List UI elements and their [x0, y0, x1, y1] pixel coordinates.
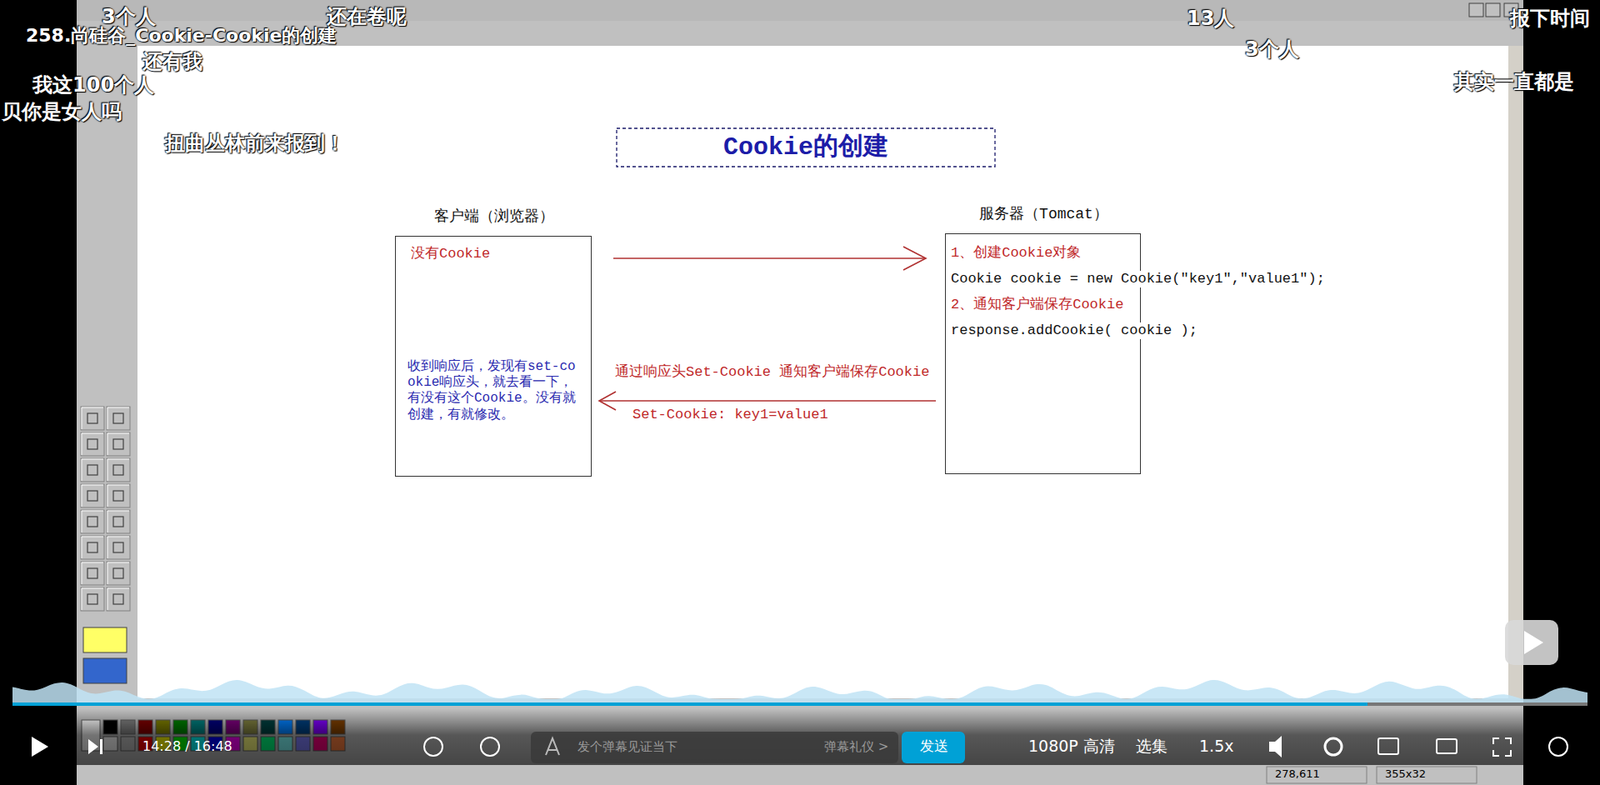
paint-window: [76, 0, 1524, 785]
send-button: [901, 731, 965, 764]
tv-icon: [1505, 620, 1559, 665]
danmaku: 还在卷呢: [326, 5, 407, 30]
progress-track: [12, 702, 1588, 706]
danmaku: 还有我: [142, 50, 203, 75]
danmaku: 贝你是女人吗: [1, 100, 122, 125]
arrow-line: [599, 400, 936, 402]
edge-label: Set-Cookie: key1=value1: [630, 406, 830, 424]
cursor-position: 278,611: [1275, 767, 1320, 781]
scrollbar: [1508, 45, 1524, 699]
arrow-head: [903, 246, 926, 270]
send-label: 发送: [920, 737, 949, 755]
font-icon: [545, 738, 560, 755]
danmaku-setting-icon: [480, 737, 500, 756]
window-button: [1485, 3, 1500, 17]
toolbox-option: [83, 658, 127, 684]
status-cell: [1376, 766, 1477, 784]
selection-box: [616, 128, 995, 167]
time-display: 14:28 / 16:48: [142, 738, 233, 755]
danmaku: 扭曲丛林前来报到！: [165, 131, 345, 156]
arrow-line: [613, 257, 926, 260]
arrow-connector: [613, 246, 926, 270]
tv-play-icon: [1524, 630, 1544, 655]
audio-waveform: [12, 680, 1588, 703]
paint-canvas: [137, 45, 1509, 699]
share-icon: [1549, 737, 1568, 756]
selection-size: 355x32: [1385, 767, 1426, 781]
paint-toolbox: [80, 405, 132, 613]
code-line: Cookie cookie = new Cookie("key1","value…: [950, 270, 1326, 288]
box-heading: 服务器（Tomcat）: [945, 205, 1142, 225]
danmaku: 其实一直都是: [1454, 70, 1575, 95]
speed-button: 1.5x: [1199, 736, 1234, 756]
etiquette-link: 弹幕礼仪 >: [824, 739, 889, 755]
state-note: 没有Cookie: [410, 245, 491, 263]
process-box: 服务器（Tomcat）1、创建Cookie对象Cookie cookie = n…: [945, 233, 1141, 475]
step-note: 1、创建Cookie对象: [950, 245, 1082, 262]
danmaku: 13人: [1186, 6, 1235, 31]
widescreen-icon: [1436, 739, 1457, 754]
danmaku: 我这100个人: [32, 73, 155, 98]
window-button: [1469, 3, 1484, 17]
quality-button: 1080P 高清: [1028, 736, 1115, 756]
paint-title-bar: [76, 0, 1524, 21]
status-cell: [1266, 766, 1367, 784]
episodes-button: 选集: [1135, 736, 1168, 756]
danmaku-input: [530, 731, 899, 764]
pip-icon: [1378, 738, 1399, 755]
settings-icon: [1325, 738, 1342, 755]
danmaku: 报下时间: [1510, 6, 1590, 31]
toolbox-option: [83, 627, 127, 653]
arrow-head: [599, 391, 616, 410]
play-icon: [31, 736, 49, 757]
paint-status-bar: [76, 765, 1524, 785]
next-icon: [88, 739, 103, 755]
code-line: response.addCookie( cookie );: [950, 322, 1199, 340]
arrow-note: 通过响应头Set-Cookie 通知客户端保存Cookie: [613, 364, 931, 381]
progress-bar: [12, 702, 1368, 706]
box-heading: 客户端（浏览器）: [395, 208, 593, 227]
process-box: 客户端（浏览器）没有Cookie收到响应后，发现有set-cookie响应头，就…: [395, 235, 592, 477]
danmaku-toggle-icon: [424, 737, 443, 756]
danmaku: 3个人: [1245, 37, 1300, 62]
diagram-title: Cookie的创建: [616, 128, 995, 167]
step-note: 2、通知客户端保存Cookie: [950, 296, 1125, 314]
video-title: 258.尚硅谷_Cookie-Cookie的创建: [25, 25, 337, 47]
behaviour-note: 收到响应后，发现有set-cookie响应头，就去看一下，有没有这个Cookie…: [406, 359, 580, 424]
fullscreen-icon: [1493, 738, 1511, 756]
volume-icon: [1269, 735, 1282, 758]
player-control-shade: [0, 708, 1600, 785]
danmaku: 3个人: [101, 5, 156, 30]
input-placeholder: 发个弹幕见证当下: [577, 739, 678, 755]
